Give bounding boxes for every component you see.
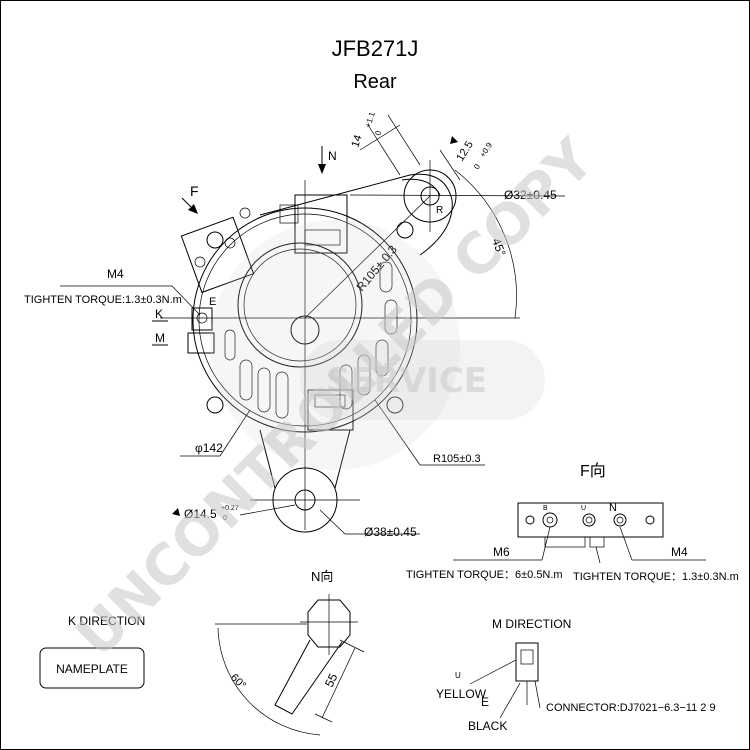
m-marker: M	[155, 331, 165, 345]
b-terminal: B	[543, 505, 548, 512]
dim-12-5-tol: +0.9	[478, 140, 494, 159]
nameplate-label: NAMEPLATE	[56, 662, 128, 676]
dia-32-label: Ø32±0.45	[504, 188, 557, 202]
u-wire-label: U	[455, 671, 461, 680]
dim-55-label: 55	[322, 671, 340, 689]
f-view-title: F向	[580, 462, 606, 480]
n-view-title: N向	[311, 569, 333, 584]
m-direction-view: M DIRECTION U YELLOW E BLACK CONNECTOR:D…	[436, 617, 716, 733]
alternator-rear-view	[160, 173, 520, 530]
k-direction-view: K DIRECTION NAMEPLATE	[39, 614, 145, 689]
model-title: JFB271J	[332, 36, 419, 61]
m-direction-label: M DIRECTION	[492, 617, 571, 631]
dia-14-5-tol: +0.27	[221, 505, 239, 512]
k-direction-label: K DIRECTION	[68, 614, 145, 628]
e-left-label: E	[209, 296, 216, 308]
torque-m6-label: TIGHTEN TORQUE：6±0.5N.m	[406, 569, 563, 581]
f-view-terminal-block: F向 B U N M6 M4 TIGHTEN TORQUE：6±0.5N.m T…	[406, 462, 739, 583]
yellow-label: YELLOW	[436, 687, 487, 701]
m6-label: M6	[493, 545, 510, 559]
m4-left-label: M4	[107, 267, 124, 281]
black-label: BLACK	[468, 719, 507, 733]
r105-bottom-label: R105±0.3	[433, 453, 481, 465]
angle-60-label: 60°	[228, 672, 248, 692]
n-view: N向 60° 55	[215, 569, 365, 736]
lower-mounting-boss	[250, 429, 360, 533]
dim-12-5-tol2: 0	[472, 162, 482, 171]
watermark: UNCONTROLLED COPY SERVICE	[64, 126, 608, 670]
dia-38-label: Ø38±0.45	[364, 525, 417, 539]
dia-14-5-tol2: 0	[223, 515, 227, 522]
n-terminal: N	[609, 502, 617, 514]
r-mark: R	[436, 205, 443, 216]
n-arrow-label: N	[328, 149, 337, 163]
torque-left-label: TIGHTEN TORQUE:1.3±0.3N.m	[24, 294, 182, 306]
u-terminal: U	[581, 505, 586, 512]
view-title: Rear	[353, 71, 397, 93]
phi142-label: φ142	[195, 441, 223, 455]
k-marker: K	[155, 307, 163, 321]
e-wire-label: E	[481, 695, 489, 709]
dim-14: 14	[349, 134, 364, 149]
watermark-service: SERVICE	[326, 361, 487, 401]
angle-45-label: 45°	[489, 236, 508, 258]
dim-14-tol2: 0	[373, 129, 383, 137]
m4-right-label: M4	[671, 545, 688, 559]
torque-m4-label: TIGHTEN TORQUE：1.3±0.3N.m	[573, 571, 739, 583]
connector-label: CONNECTOR:DJ7021−6.3−11 2 9	[546, 702, 716, 714]
dim-12-5: 12.5	[454, 139, 476, 164]
dia-14-5-label: Ø14.5	[184, 507, 217, 521]
dim-14-tol: +1.1	[363, 110, 377, 128]
f-arrow-label: F	[190, 183, 199, 199]
